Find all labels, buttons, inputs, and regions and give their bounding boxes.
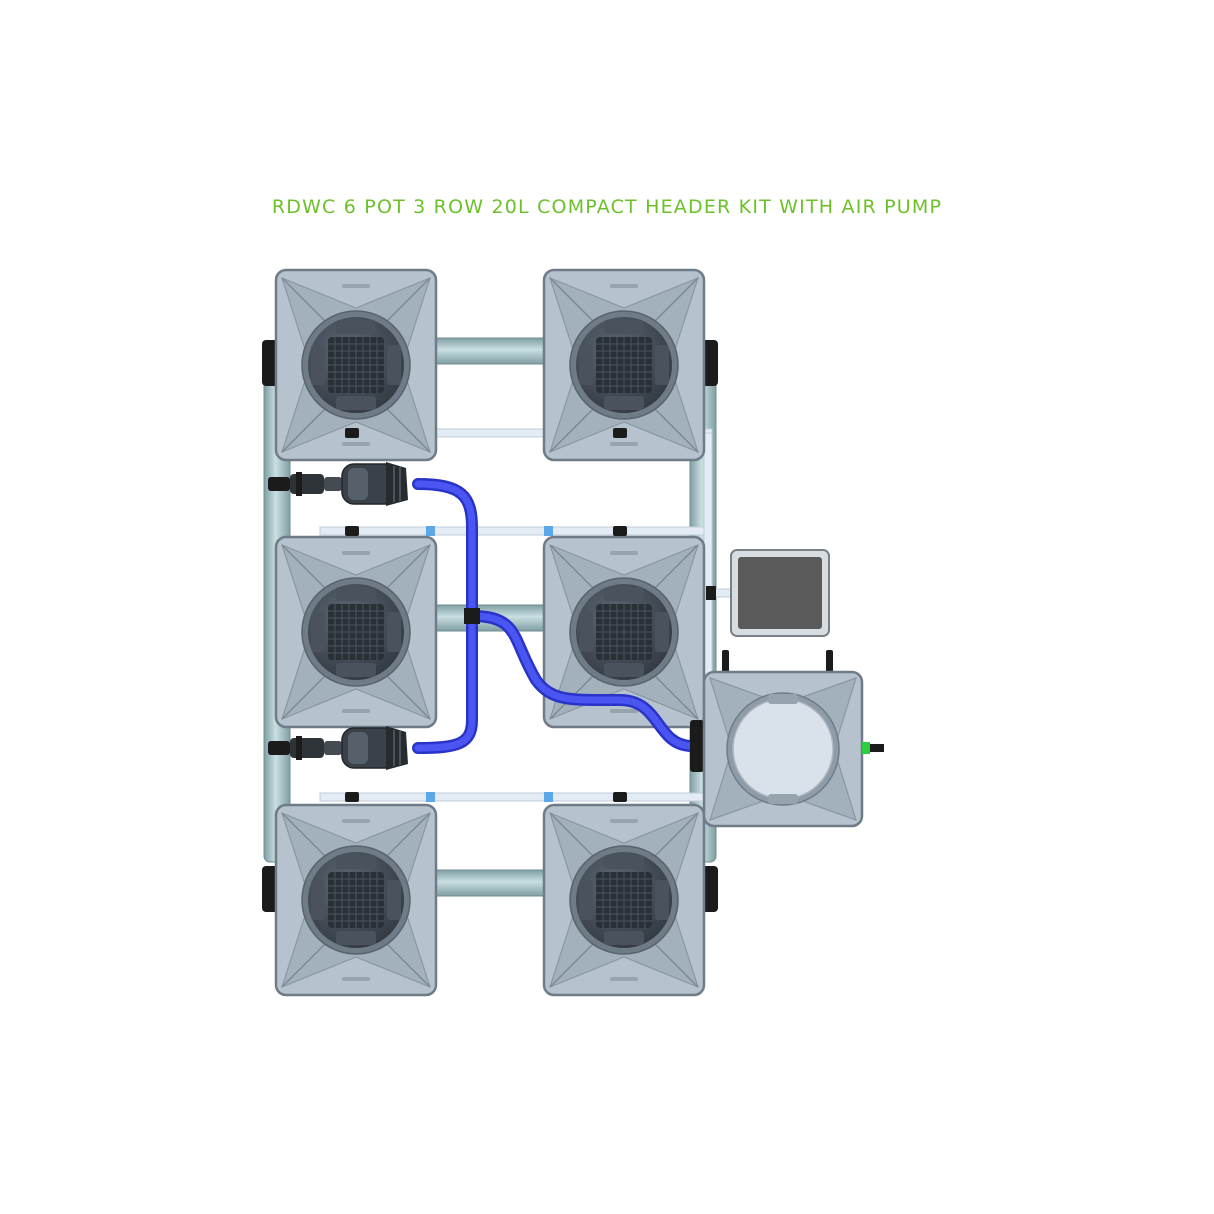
pipe-row1: [429, 337, 551, 365]
header-inlet-fitting: [690, 720, 704, 772]
air-pump: [730, 549, 830, 637]
pot-row3-left: [274, 803, 438, 997]
right-bottom-fitting: [702, 866, 718, 912]
right-top-fitting: [702, 340, 718, 386]
pot-row3-right: [542, 803, 706, 997]
pot-row2-left: [274, 535, 438, 729]
hose-tee-fitting: [464, 608, 480, 624]
pipe-row3: [429, 869, 551, 897]
diagram-title: RDWC 6 POT 3 ROW 20L COMPACT HEADER KIT …: [271, 196, 943, 218]
header-tank: [702, 650, 884, 828]
